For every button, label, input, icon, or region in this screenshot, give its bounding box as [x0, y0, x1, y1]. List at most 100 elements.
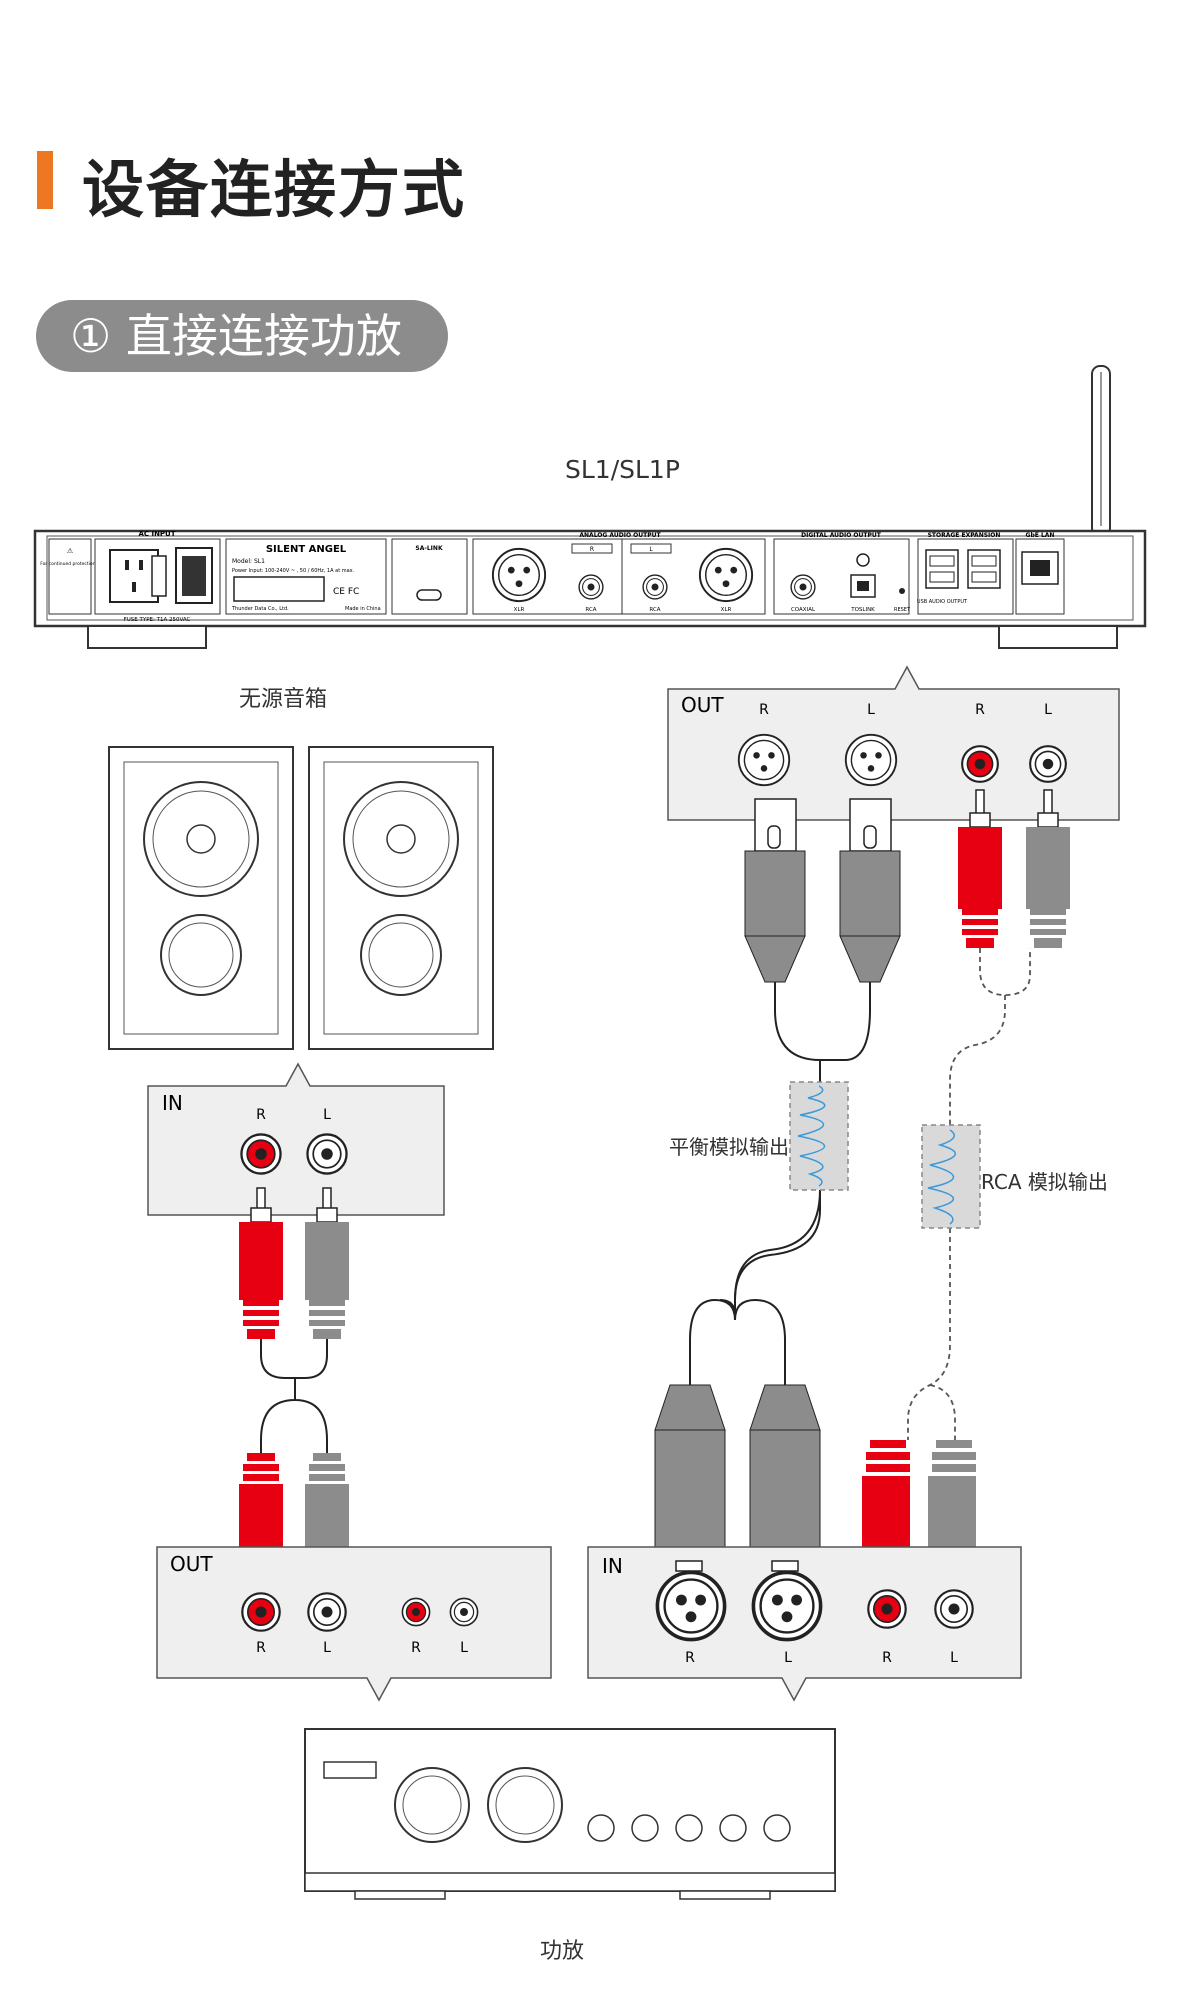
balanced-signal-box [789, 1081, 849, 1191]
device-foot-left [87, 625, 207, 649]
device-foot-right [998, 625, 1118, 649]
device-xlr-plug-r [744, 798, 806, 983]
reset-label: RESET [894, 607, 911, 613]
amp-in-panel: IN R L R L [587, 1546, 1022, 1702]
made-in-line: Made in China [345, 606, 381, 612]
section-title: 直接连接功放 [125, 309, 402, 363]
amp-out-rca-r[interactable] [241, 1592, 281, 1632]
sa-link-port[interactable] [416, 589, 442, 601]
speaker-in-label-r: R [256, 1107, 266, 1123]
amp-in-rca-plug-l [928, 1440, 976, 1595]
usb-audio-label: USB AUDIO OUTPUT [917, 599, 968, 605]
device-out-label-l2: L [1044, 702, 1052, 718]
device-rca-plug-r [958, 789, 1002, 948]
panel-rca-label-r: RCA [585, 607, 596, 613]
amp-in-rca-l[interactable] [934, 1589, 974, 1629]
amp-out-label-r2: R [411, 1640, 421, 1656]
balanced-cable [774, 982, 871, 1082]
amp-in-xlr-l[interactable] [751, 1570, 823, 1642]
brand-label: SILENT ANGEL [266, 544, 347, 555]
panel-xlr-l-port[interactable] [698, 547, 754, 603]
panel-rca-label-l: RCA [649, 607, 660, 613]
coaxial-label: COAXIAL [791, 607, 816, 613]
amp-button-3[interactable] [675, 1814, 703, 1842]
amp-in-label-r2: R [882, 1650, 892, 1666]
storage-label: STORAGE EXPANSION [928, 532, 1001, 539]
speaker-left [108, 746, 294, 1050]
title-accent-bar [37, 151, 53, 209]
section-number: ① [70, 309, 112, 363]
lan-label: GbE LAN [1026, 532, 1055, 539]
page-title: 设备连接方式 [82, 153, 467, 226]
amp-out-panel: OUT R L R L [156, 1546, 552, 1702]
speaker-rca-plug-r [239, 1187, 283, 1339]
amp-out-rca-l2[interactable] [449, 1597, 479, 1627]
amp-in-label-l1: L [784, 1650, 792, 1666]
ac-input-label: AC INPUT [138, 530, 175, 538]
device-out-label-r1: R [759, 702, 769, 718]
sa-link-label: SA-LINK [415, 545, 443, 552]
panel-ch-l: L [649, 546, 653, 553]
model-line: Model: SL1 [232, 558, 265, 565]
svg-text:⚠: ⚠ [67, 547, 74, 555]
rca-signal-box [921, 1124, 981, 1229]
amp-out-rca-r2[interactable] [401, 1597, 431, 1627]
amp-in-title: IN [602, 1554, 623, 1578]
speaker-right [308, 746, 494, 1050]
device-model-label: SL1/SL1P [565, 455, 680, 484]
speakers-label: 无源音箱 [239, 687, 328, 712]
device-out-rca-r[interactable] [961, 745, 999, 783]
usb-audio-ports[interactable] [925, 549, 959, 589]
panel-rca-l-port[interactable] [642, 574, 668, 600]
speaker-rca-plug-l [305, 1187, 349, 1339]
amp-in-rca-r[interactable] [867, 1589, 907, 1629]
rca-waveform [927, 1129, 956, 1225]
amp-out-label-l2: L [460, 1640, 468, 1656]
ground-screw [856, 553, 870, 567]
balanced-signal-label: 平衡模拟输出 [669, 1135, 789, 1159]
panel-xlr-label-l: XLR [721, 607, 732, 613]
digital-output-label: DIGITAL AUDIO OUTPUT [801, 532, 882, 539]
speaker-in-rca-l[interactable] [306, 1133, 348, 1175]
fuse-warning-text: For continued protection... [40, 561, 100, 567]
amp-button-2[interactable] [631, 1814, 659, 1842]
section-badge-label: ① 直接连接功放 [70, 306, 402, 366]
serial-box [233, 576, 325, 602]
device-out-title: OUT [681, 693, 724, 717]
panel-rca-r-port[interactable] [578, 574, 604, 600]
amp-in-xlr-plug-l [749, 1384, 821, 1559]
panel-ch-r: R [590, 546, 594, 553]
amp-out-title: OUT [170, 1552, 213, 1576]
panel-xlr-r-port[interactable] [491, 547, 547, 603]
device-out-xlr-r[interactable] [737, 733, 791, 787]
cert-marks: CE FC [333, 587, 359, 597]
lan-port[interactable] [1021, 551, 1059, 585]
maker-line: Thunder Data Co., Ltd. [231, 606, 289, 612]
device-out-label-r2: R [975, 702, 985, 718]
storage-usb-ports[interactable] [967, 549, 1001, 589]
amp-in-label-l2: L [950, 1650, 958, 1666]
reset-button[interactable] [899, 588, 905, 594]
power-socket [109, 549, 159, 603]
rca-signal-label: RCA 模拟输出 [981, 1170, 1108, 1194]
amp-out-rca-l[interactable] [307, 1592, 347, 1632]
amp-button-5[interactable] [763, 1814, 791, 1842]
coaxial-port[interactable] [790, 574, 816, 600]
device-rca-plug-l [1026, 789, 1070, 948]
device-out-xlr-l[interactable] [844, 733, 898, 787]
device-xlr-plug-l [839, 798, 901, 983]
amp-in-xlr-r[interactable] [655, 1570, 727, 1642]
speaker-in-rca-r[interactable] [240, 1133, 282, 1175]
device-out-rca-l[interactable] [1029, 745, 1067, 783]
speaker-in-panel: IN R L [147, 1062, 445, 1216]
device-out-label-l1: L [867, 702, 875, 718]
fuse-label: FUSE TYPE: T1A 250VAC [124, 617, 191, 623]
amp-button-1[interactable] [587, 1814, 615, 1842]
amplifier-label: 功放 [540, 1939, 585, 1964]
amp-button-4[interactable] [719, 1814, 747, 1842]
speaker-cable [260, 1339, 328, 1453]
power-line: Power Input: 100-240V ~ , 50 / 60Hz, 1A … [232, 568, 355, 574]
device-out-panel: OUT R L R L [667, 665, 1120, 821]
speaker-in-label-l: L [323, 1107, 331, 1123]
